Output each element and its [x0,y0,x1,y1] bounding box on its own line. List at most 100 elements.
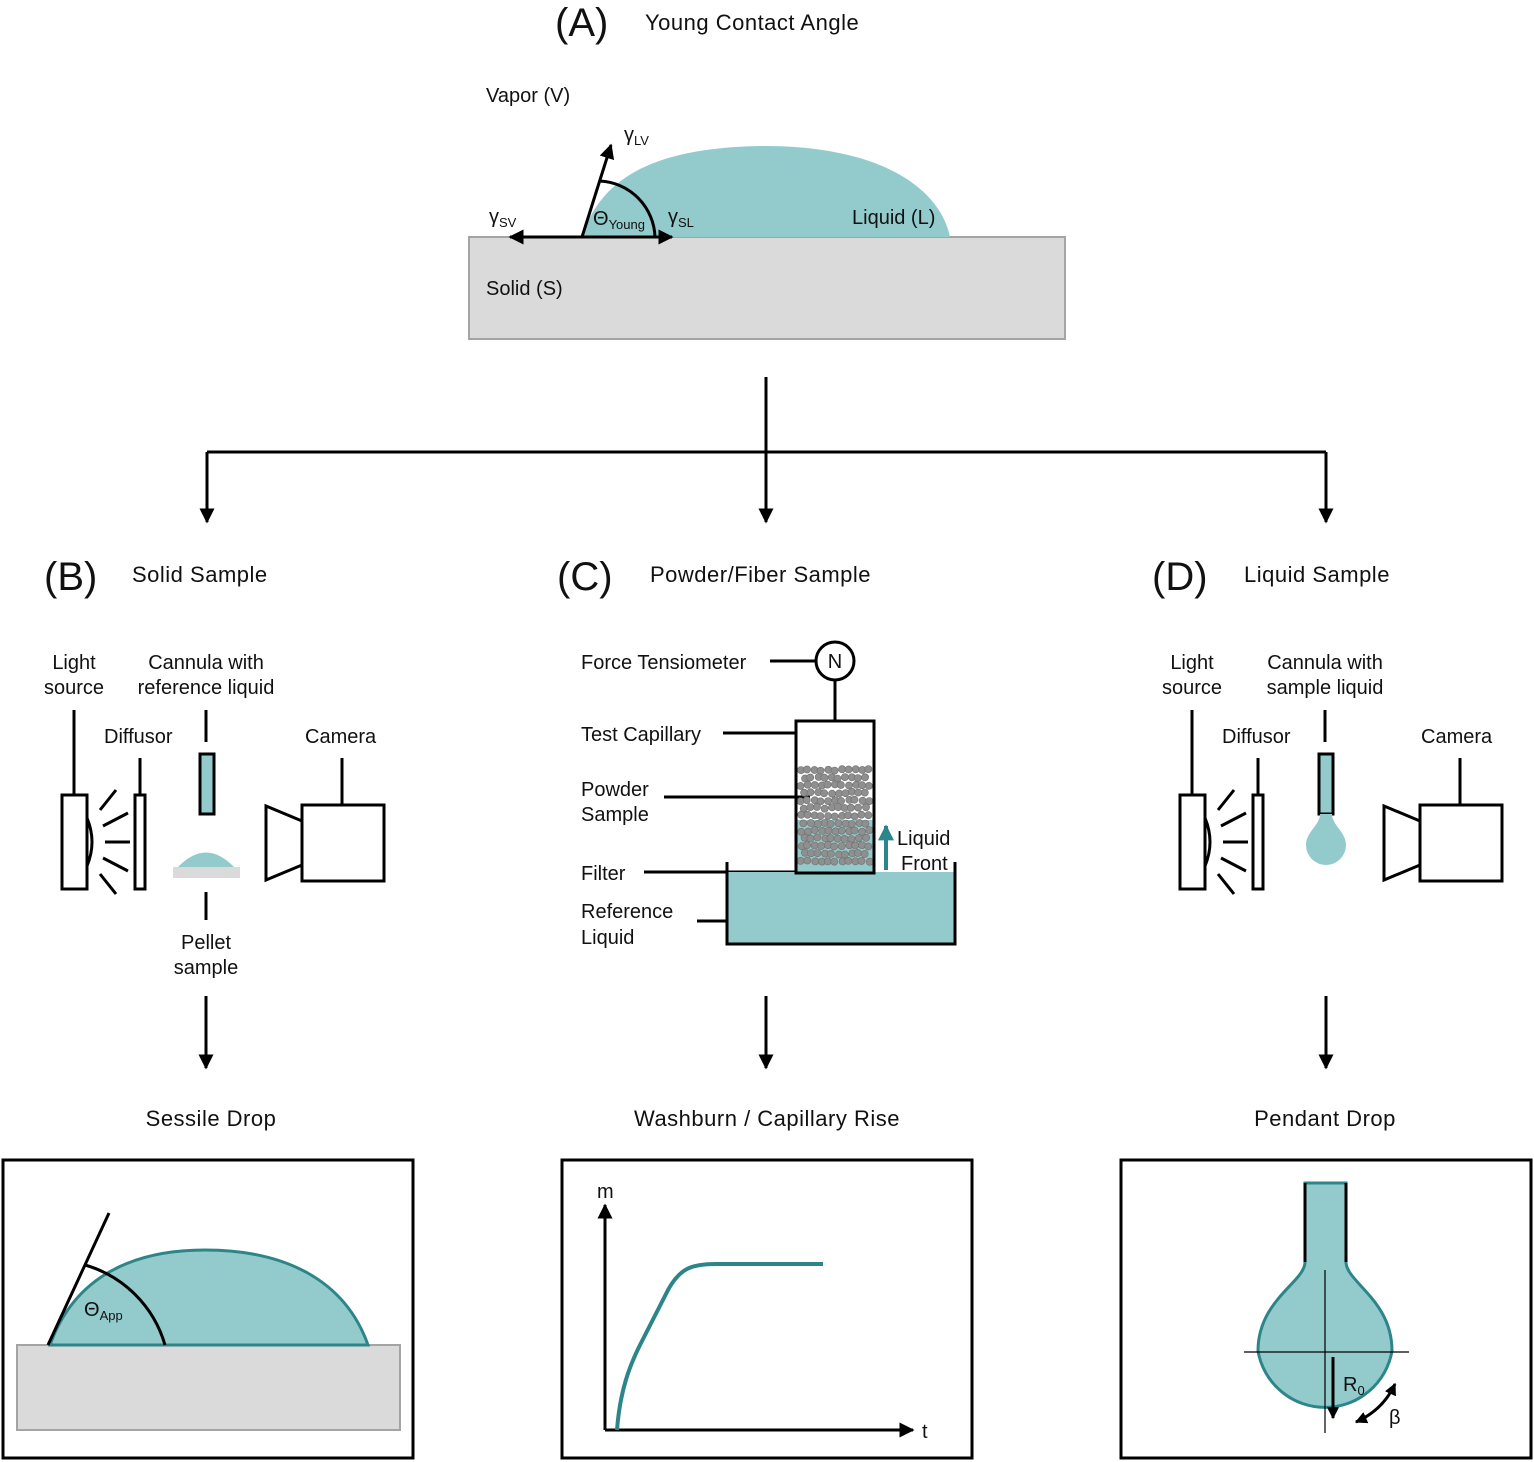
powder-particle [802,796,811,804]
powder-particle [838,765,846,774]
powder-particle [860,788,869,797]
powder-particle [820,789,828,798]
gamma-lv-label: γLV [624,124,649,148]
powder-particle [813,849,822,857]
panel-d-letter: (D) [1152,555,1208,599]
sessile-drop-title: Sessile Drop [146,1106,277,1131]
cannula-d [1317,752,1335,816]
powder-particle [844,811,852,820]
x-axis-label: t [922,1421,928,1443]
tangent-line [46,1212,111,1346]
powder-particle [806,834,815,843]
powder-particle [806,788,815,797]
powder-particle [826,834,835,843]
diffusor [133,793,147,891]
powder-particle [824,826,833,835]
powder-particle [858,796,867,805]
powder-particle [810,781,819,789]
powder-particle [810,826,819,834]
powder-particle [830,842,838,851]
diffusor-label: Diffusor [104,726,173,748]
powder-particle [841,789,850,797]
diffusor-d [1251,793,1265,891]
powder-particle [850,826,859,835]
powder-particle [806,803,815,811]
powder-particle [823,857,832,866]
apparent-angle-arc [84,1263,167,1346]
pendant-drop-preview [1306,814,1346,865]
powder-particle [811,857,820,866]
powder-particle [837,826,846,835]
capillary-rise-curve [615,1262,823,1431]
powder-particle [830,857,839,866]
camera-icon-d [1382,803,1504,883]
powder-particle [796,797,805,806]
panel-b-title: Solid Sample [132,562,268,587]
camera-label: Camera [305,726,377,748]
reference-liquid-bath [727,872,955,944]
powder-particle [851,765,860,774]
solid-substrate [468,236,1066,340]
powder-particle [833,834,842,843]
camera-label-d: Camera [1421,726,1493,748]
powder-particle [851,841,860,850]
washburn-frame [560,1158,974,1460]
young-angle-arc [599,179,657,238]
powder-particle [803,810,812,819]
powder-particle [803,856,812,865]
powder-particle [803,780,812,789]
sessile-drop [47,1248,371,1347]
force-tensiometer-label: Force Tensiometer [581,652,747,674]
powder-particle [803,765,811,774]
powder-particle [861,819,870,828]
powder-particle [835,789,843,798]
powder-particle [865,782,873,790]
light-rays-d [1216,789,1248,895]
powder-particle [854,803,862,812]
powder-particle [823,780,832,789]
powder-particle [857,810,866,819]
cannula [198,752,216,816]
sessile-substrate [16,1344,401,1431]
beta-arc-arrow [1354,1382,1397,1424]
flow-connectors [199,377,1334,524]
powder-particle [803,841,811,850]
powder-particle [865,857,874,866]
powder-particle [857,857,866,865]
panel-c: (C) Powder/Fiber Sample Force Tensiomete… [557,555,974,1460]
powder-particle [847,820,856,828]
powder-particle [844,765,853,774]
pendant-drop-frame [1119,1158,1533,1460]
powder-particle [864,811,873,820]
sessile-drop-preview [178,852,234,867]
powder-particle [813,803,821,811]
camera-icon [264,803,386,883]
powder-particle [817,842,826,850]
powder-particle [800,788,808,797]
powder-particle [865,826,874,834]
light-rays [98,789,130,895]
tensiometer-symbol: N [828,651,842,673]
y-axis-label: m [597,1181,614,1203]
powder-particle [796,857,805,865]
powder-particle [858,781,866,790]
powder-particle [840,850,849,859]
filter-label: Filter [581,863,626,885]
powder-particle [854,834,863,843]
powder-particle [854,774,862,782]
young-liquid-drop [582,145,950,237]
powder-particle [828,789,836,798]
powder-particle [850,795,859,804]
powder-particle [806,773,815,782]
powder-particle [830,812,839,821]
powder-particle [824,812,832,820]
test-capillary-label: Test Capillary [581,724,701,746]
gamma-sv-label: γSV [489,206,517,230]
